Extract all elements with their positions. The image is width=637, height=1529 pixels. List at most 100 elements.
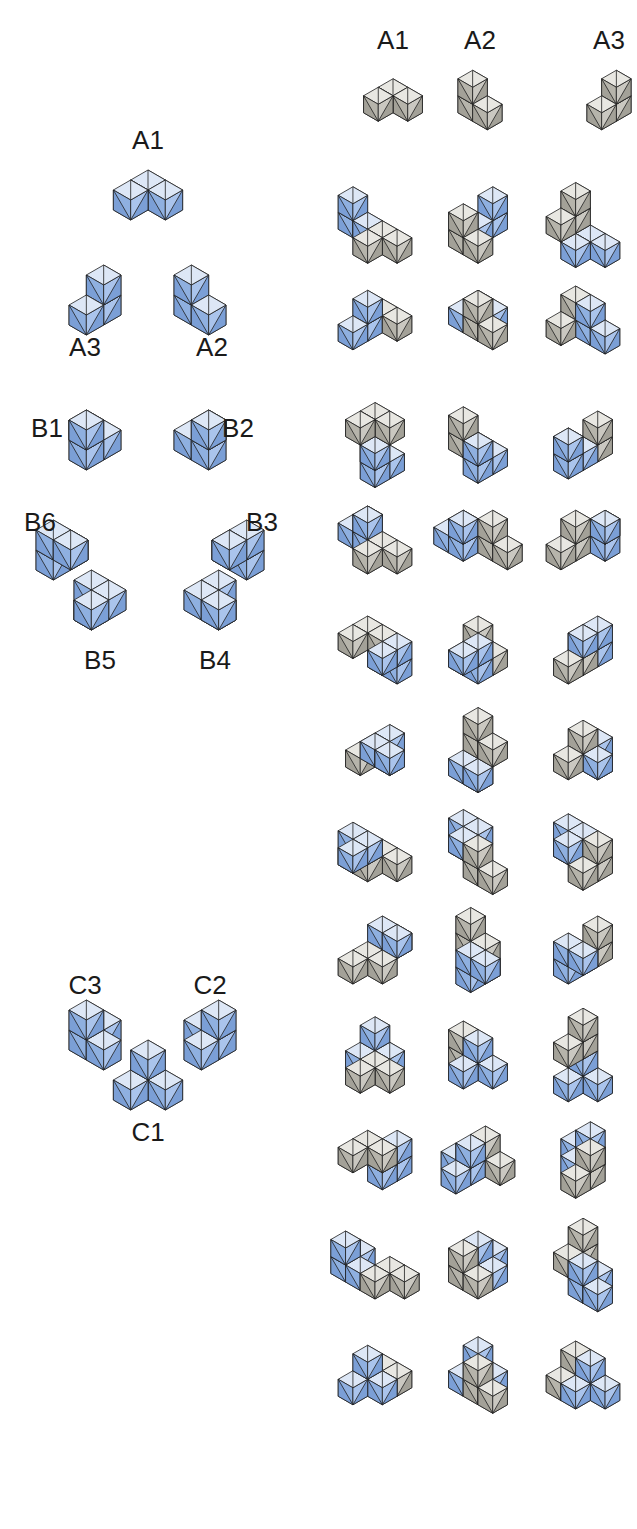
cube-face: [69, 1010, 86, 1040]
cube: [478, 861, 507, 895]
cube-face: [360, 445, 375, 471]
cube-face: [353, 549, 368, 575]
cube: [368, 950, 397, 984]
combination: [546, 286, 620, 354]
cube: [69, 1000, 104, 1040]
cube-face: [493, 1240, 508, 1257]
cube-face: [554, 754, 569, 780]
cube-face: [191, 305, 208, 335]
cube-face: [590, 519, 605, 545]
cube-face: [507, 536, 522, 553]
cube-face: [382, 856, 397, 882]
cube-face: [91, 590, 108, 610]
cube-face: [148, 1040, 165, 1060]
cube-face: [346, 1068, 361, 1094]
cube-face: [616, 70, 631, 87]
cube-face: [360, 411, 375, 428]
cube-face: [583, 625, 598, 642]
cube-face: [568, 1261, 583, 1287]
combination: [338, 916, 412, 984]
cube-face: [449, 835, 464, 861]
cube-face: [338, 1147, 353, 1173]
combination: [546, 510, 620, 570]
cube-face: [338, 1147, 353, 1173]
cube-face: [449, 1064, 464, 1090]
piece-a3: [69, 265, 121, 335]
cube-face: [471, 959, 486, 985]
cube-face: [493, 316, 508, 333]
cube-face: [554, 1252, 569, 1278]
cube-face: [353, 316, 368, 333]
cube-face: [449, 519, 464, 545]
cube-face: [382, 1139, 397, 1156]
cube-face: [338, 633, 353, 659]
cube-face: [382, 316, 397, 342]
cube-face: [554, 659, 569, 685]
cube-face: [353, 1139, 368, 1156]
cube-face: [113, 190, 130, 220]
cube-face: [201, 600, 218, 630]
cube-face: [554, 659, 569, 685]
cube-face: [390, 725, 405, 742]
cube-face: [449, 212, 464, 238]
cube-face: [568, 831, 583, 848]
cube-face: [338, 959, 353, 985]
cube-face: [375, 750, 390, 776]
cube-face: [478, 290, 493, 307]
combination: [449, 407, 508, 484]
cube-face: [201, 1010, 218, 1040]
cube-face: [338, 195, 353, 221]
cube-face: [449, 835, 464, 861]
cube-face: [397, 848, 412, 865]
cube-face: [590, 242, 605, 268]
cube-face: [338, 195, 353, 221]
cube-face: [360, 742, 375, 768]
cube-face: [576, 303, 591, 329]
cube-face: [191, 305, 208, 335]
cube: [456, 1135, 485, 1169]
cube-face: [53, 540, 70, 570]
cube-face: [561, 536, 576, 553]
cube-face: [463, 1274, 478, 1300]
cube: [554, 428, 583, 462]
cube-face: [590, 295, 605, 312]
cube-face: [338, 523, 353, 549]
cube-face: [338, 848, 353, 874]
cube-face: [598, 411, 613, 428]
combination: [338, 187, 412, 264]
cube: [463, 229, 492, 263]
cube-face: [576, 234, 591, 251]
cube-face: [382, 856, 397, 882]
cube-face: [546, 217, 561, 243]
combination: [331, 1231, 419, 1299]
cube-face: [338, 1379, 353, 1405]
cube-face: [554, 437, 569, 463]
cube-face: [382, 950, 397, 967]
cube-face: [463, 716, 478, 742]
cube-face: [353, 238, 368, 264]
cube-face: [209, 295, 226, 315]
cube-face: [69, 420, 86, 450]
cube-face: [478, 229, 493, 246]
cube-face: [104, 265, 121, 285]
cube-face: [86, 410, 103, 430]
cube-face: [393, 96, 408, 122]
cube-face: [69, 305, 86, 335]
combination: [449, 1021, 508, 1089]
cube-face: [561, 242, 576, 268]
cube-face: [456, 950, 471, 976]
cube-face: [368, 506, 383, 523]
cube: [201, 590, 236, 630]
cube: [546, 312, 575, 346]
cube: [131, 1040, 166, 1080]
cube-face: [397, 633, 412, 650]
cube-face: [554, 1042, 569, 1068]
cube-face: [590, 519, 605, 545]
cube-face: [434, 527, 449, 553]
cube-face: [360, 1274, 375, 1300]
cube: [583, 411, 612, 445]
cube-face: [449, 1248, 464, 1274]
cube-face: [368, 1379, 383, 1405]
cube-face: [393, 96, 408, 122]
cube-face: [397, 540, 412, 557]
